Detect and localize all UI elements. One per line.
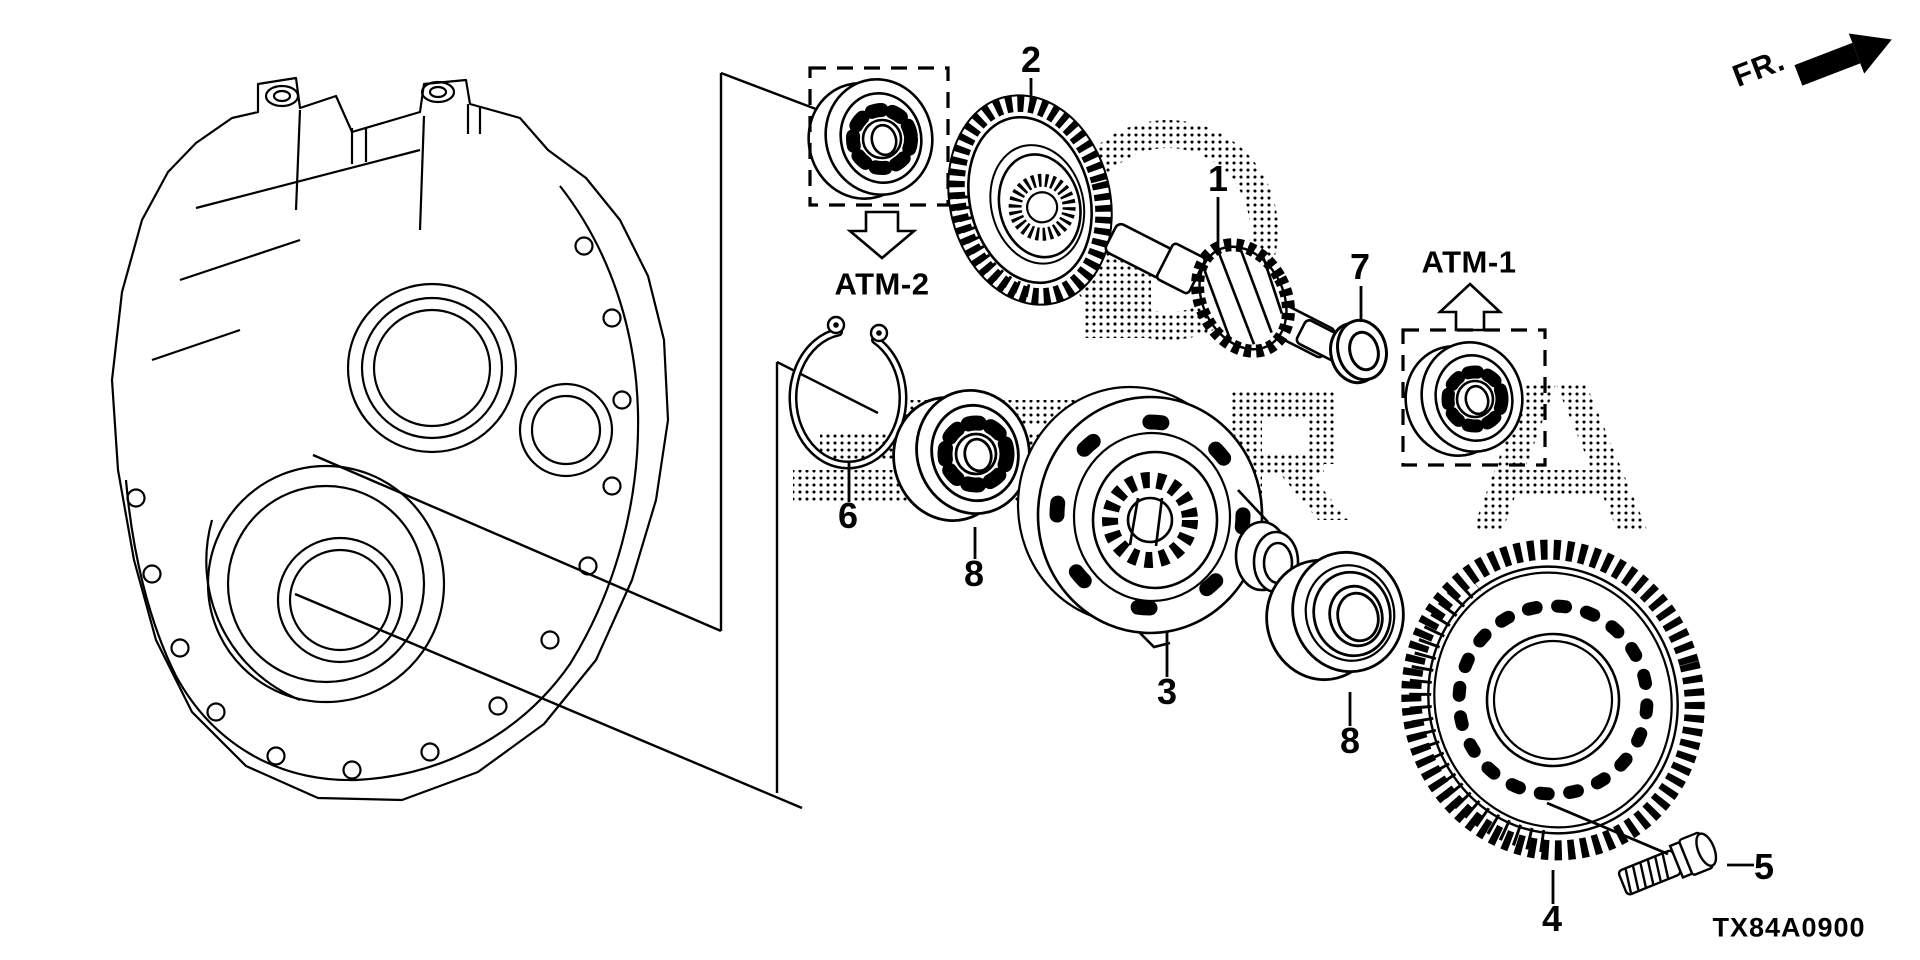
projection-lines bbox=[294, 71, 879, 810]
bearing-8b-drawing bbox=[1265, 550, 1405, 682]
callout-3[interactable]: 3 bbox=[1156, 671, 1178, 712]
bearing-atm1-drawing bbox=[1404, 341, 1524, 457]
atm1-reference-label[interactable]: ATM-1 bbox=[1421, 244, 1517, 280]
atm2-reference-label[interactable]: ATM-2 bbox=[834, 266, 930, 302]
bearing-8a-drawing bbox=[892, 388, 1031, 523]
differential-3-drawing bbox=[1016, 385, 1300, 649]
callout-1[interactable]: 1 bbox=[1207, 158, 1229, 199]
callout-8-front[interactable]: 8 bbox=[963, 553, 985, 594]
callout-4[interactable]: 4 bbox=[1541, 898, 1563, 939]
atm1-up-arrow-icon bbox=[1436, 282, 1504, 332]
callout-6[interactable]: 6 bbox=[837, 495, 859, 536]
gear-2-drawing bbox=[947, 94, 1113, 306]
pinion-shaft-1-drawing bbox=[1104, 222, 1357, 366]
snap-ring-6-drawing bbox=[788, 315, 908, 470]
leader-lines bbox=[847, 78, 1754, 904]
atm2-dashed-box bbox=[808, 66, 950, 207]
bolt-5-drawing bbox=[1617, 831, 1718, 896]
atm1-dashed-box bbox=[1401, 328, 1547, 467]
callout-7[interactable]: 7 bbox=[1349, 246, 1371, 287]
callout-8-rear[interactable]: 8 bbox=[1339, 720, 1361, 761]
bearing-atm2-drawing bbox=[807, 78, 934, 200]
diagram-code: TX84A0900 bbox=[1712, 912, 1866, 943]
transmission-case-drawing bbox=[110, 76, 670, 802]
atm2-down-arrow-icon bbox=[846, 210, 918, 260]
callout-2[interactable]: 2 bbox=[1020, 39, 1042, 80]
case-bolt-holes bbox=[126, 236, 632, 780]
callout-5[interactable]: 5 bbox=[1753, 846, 1775, 887]
front-direction-arrow-icon bbox=[1794, 33, 1892, 86]
ring-gear-4-drawing bbox=[1401, 539, 1705, 861]
spacer-7-drawing bbox=[1329, 318, 1388, 385]
